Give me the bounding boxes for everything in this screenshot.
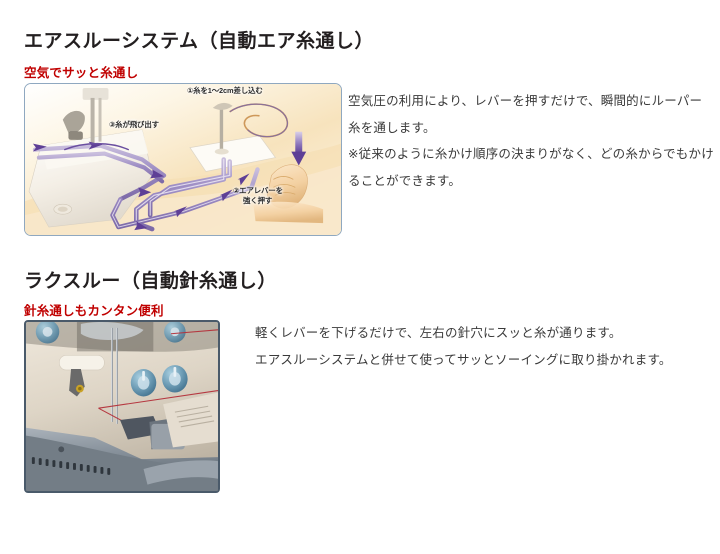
paragraph-air-through-2: ※従来のように糸かけ順序の決まりがなく、どの糸からでもかけることができます。 — [348, 147, 714, 188]
callout-step-1: ①糸を1～2cm差し込む — [187, 86, 263, 95]
needle-threader-photo — [24, 320, 220, 493]
section-subtitle-air-through: 空気でサッと糸通し — [24, 66, 139, 80]
serger-closeup-image — [26, 322, 218, 491]
callout-step-2-line-1: ②エアレバーを — [233, 186, 283, 195]
section-title-air-through: エアスルーシステム（自動エア糸通し） — [24, 31, 375, 52]
callout-step-2-line-2: 強く押す — [243, 196, 273, 205]
air-threading-illustration — [25, 84, 341, 235]
section-title-raku-through: ラクスルー（自動針糸通し） — [24, 271, 277, 292]
body-copy-air-through: 空気圧の利用により、レバーを押すだけで、瞬間的にルーパー糸を通します。 ※従来の… — [348, 88, 714, 194]
air-threading-diagram: ①糸を1～2cm差し込む ③糸が飛び出す ②エアレバーを 強く押す — [24, 83, 342, 236]
section-subtitle-raku-through: 針糸通しもカンタン便利 — [24, 304, 164, 318]
paragraph-air-through-1: 空気圧の利用により、レバーを押すだけで、瞬間的にルーパー糸を通します。 — [348, 94, 703, 135]
callout-step-3: ③糸が飛び出す — [109, 120, 159, 129]
paragraph-raku-through-1: 軽くレバーを下げるだけで、左右の針穴にスッと糸が通ります。 — [255, 326, 622, 340]
press-down-arrow — [291, 131, 307, 166]
body-copy-raku-through: 軽くレバーを下げるだけで、左右の針穴にスッと糸が通ります。 エアスルーシステムと… — [255, 320, 703, 373]
paragraph-raku-through-2: エアスルーシステムと併せて使ってサッとソーイングに取り掛かれます。 — [255, 352, 672, 367]
